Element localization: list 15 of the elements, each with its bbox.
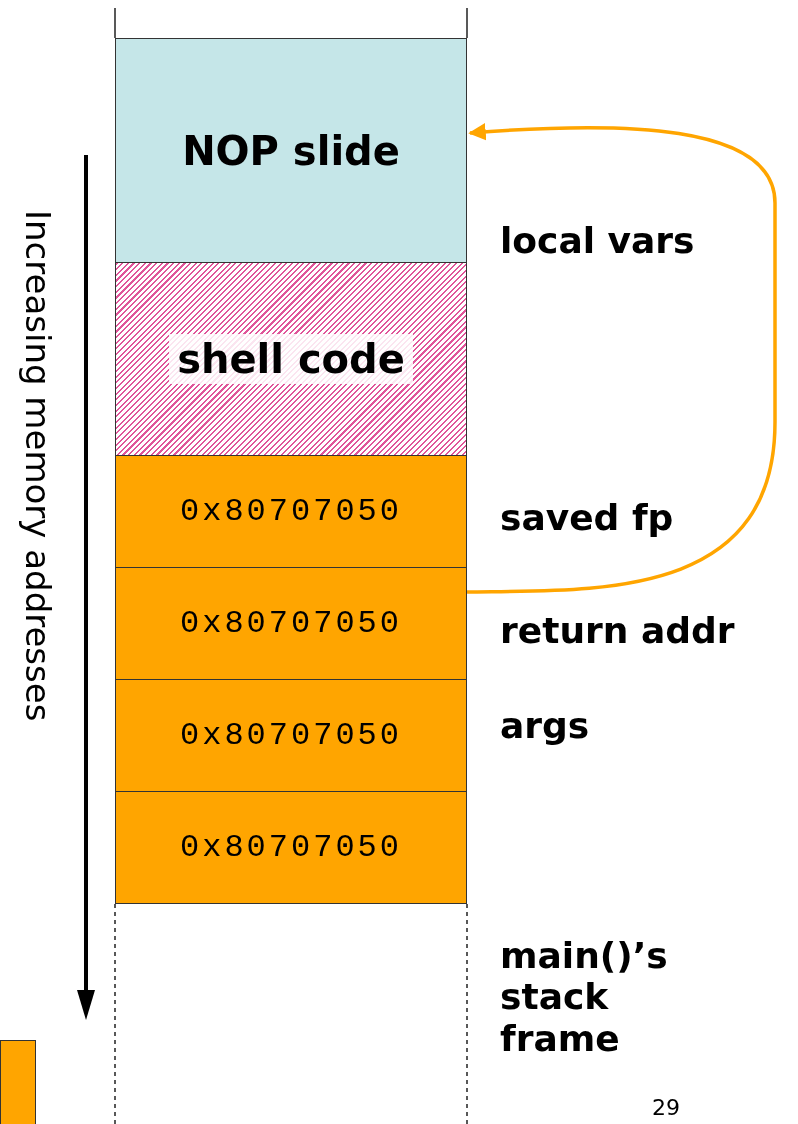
memory-block xyxy=(0,1040,36,1124)
args-label: args xyxy=(500,705,590,747)
saved-fp-label: saved fp xyxy=(500,497,674,539)
local-vars-label: local vars xyxy=(500,220,695,262)
stack-frame-label: main()’s stack frame xyxy=(500,935,669,1060)
address-cell: 0x80707050 xyxy=(115,567,467,680)
arrow xyxy=(467,123,777,594)
address-cell: 0x80707050 xyxy=(115,455,467,568)
address-cell: 0x80707050 xyxy=(115,791,467,904)
address-cell: 0x80707050 xyxy=(115,679,467,792)
return-addr-label: return addr xyxy=(500,610,735,652)
shellcode-block: shell code xyxy=(115,262,467,456)
nop-slide-block: NOP slide xyxy=(115,38,467,263)
page-number: 29 xyxy=(652,1095,680,1121)
axis-title: Increasing memory addresses xyxy=(18,210,58,722)
